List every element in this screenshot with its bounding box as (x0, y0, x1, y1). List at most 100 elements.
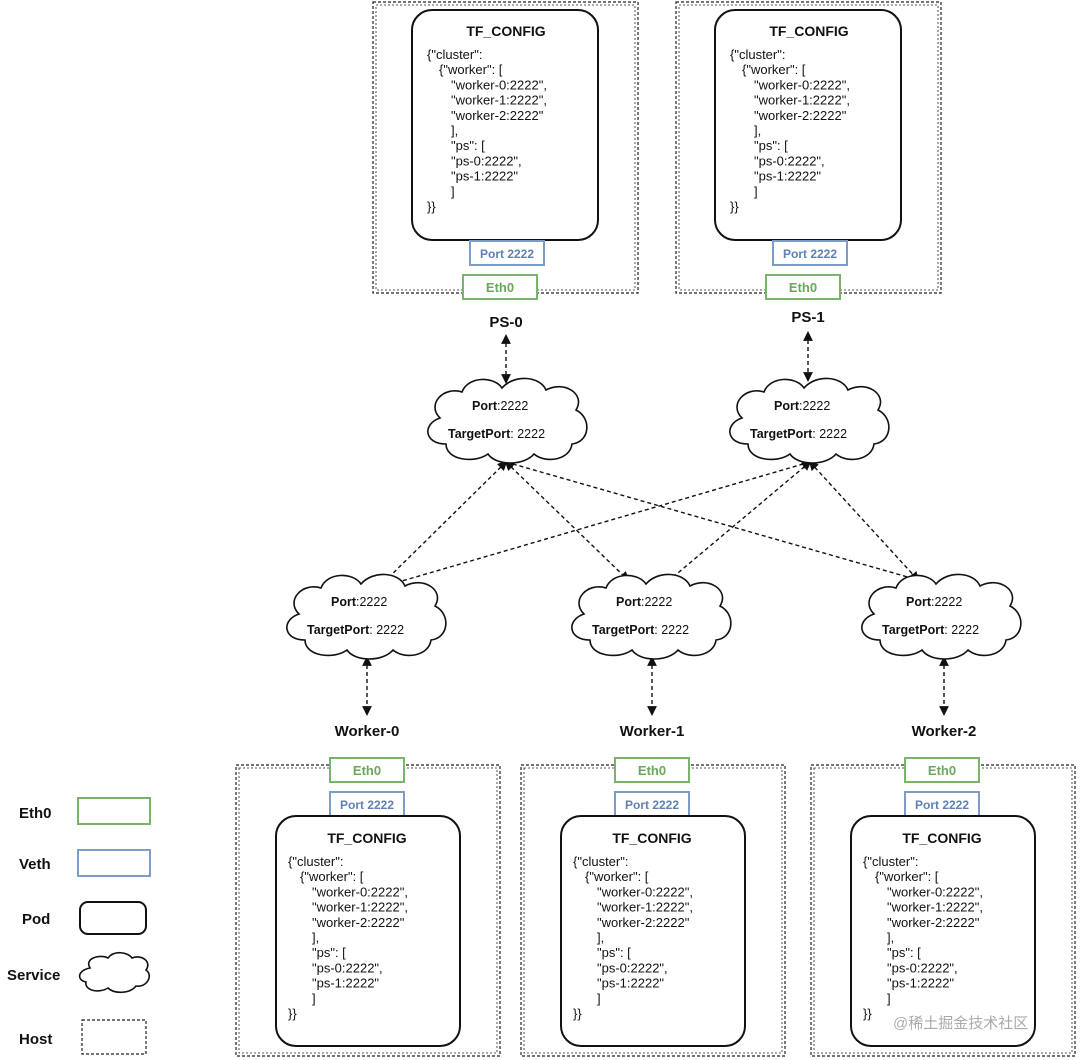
config-line: {"worker": [ (439, 62, 503, 77)
config-line: ] (754, 184, 758, 199)
config-line: ], (754, 123, 761, 138)
config-line: "ps-0:2222", (754, 153, 825, 168)
config-line: "ps-1:2222" (754, 169, 821, 184)
service-targetport-value: : 2222 (944, 623, 979, 637)
port-label: Port 2222 (625, 798, 679, 812)
host-ps-1: TF_CONFIG{"cluster":{"worker": ["worker-… (675, 1, 942, 300)
service-port-text: Port:2222 (774, 399, 830, 413)
service-port-text: Port:2222 (616, 595, 672, 609)
service-targetport-value: : 2222 (812, 427, 847, 441)
config-line: "ps-0:2222", (451, 153, 522, 168)
node-label-ps1: PS-1 (791, 309, 824, 326)
config-line: "worker-0:2222", (754, 77, 850, 92)
eth0-label: Eth0 (353, 763, 381, 778)
config-line: "ps": [ (597, 945, 631, 960)
legend-host-label: Host (19, 1031, 52, 1048)
config-line: "worker-2:2222" (887, 915, 980, 930)
eth0-label: Eth0 (928, 763, 956, 778)
config-line: ], (312, 930, 319, 945)
service-port-text: Port:2222 (331, 595, 387, 609)
config-line: "worker-0:2222", (887, 884, 983, 899)
config-line: {"worker": [ (875, 869, 939, 884)
config-line: "ps": [ (312, 945, 346, 960)
config-line: "ps-1:2222" (312, 976, 379, 991)
service-cloud (729, 377, 890, 464)
config-line: "worker-1:2222", (754, 93, 850, 108)
config-line: }} (863, 1006, 872, 1021)
port-label: Port 2222 (783, 247, 837, 261)
config-line: "ps-1:2222" (887, 976, 954, 991)
config-line: "ps-0:2222", (887, 960, 958, 975)
node-label-worker2: Worker-2 (912, 723, 977, 740)
pod-title: TF_CONFIG (612, 830, 691, 846)
service-targetport-text: TargetPort: 2222 (882, 623, 979, 637)
pod-title: TF_CONFIG (769, 23, 848, 39)
service-cloud (427, 377, 588, 464)
config-line: {"cluster": (427, 47, 482, 62)
eth0-interface (462, 274, 538, 300)
service-port-key: Port (472, 399, 498, 413)
pod-worker-1: TF_CONFIG{"cluster":{"worker": ["worker-… (560, 815, 746, 1047)
config-line: "ps": [ (754, 138, 788, 153)
config-line: ] (312, 991, 316, 1006)
service-targetport-value: : 2222 (510, 427, 545, 441)
config-line: "ps": [ (887, 945, 921, 960)
node-label-worker0: Worker-0 (335, 723, 400, 740)
legend-host-swatch (81, 1019, 147, 1055)
config-line: }} (573, 1006, 582, 1021)
eth0-interface (614, 757, 690, 783)
legend: Eth0 Veth Pod Service Host (7, 797, 151, 1055)
pod-ps-1: TF_CONFIG{"cluster":{"worker": ["worker-… (714, 9, 902, 241)
connection-arrow (376, 459, 812, 591)
pod-box (850, 815, 1036, 1047)
node-label-worker1: Worker-1 (620, 723, 685, 740)
service-targetport-key: TargetPort (882, 623, 945, 637)
config-line: {"cluster": (730, 47, 785, 62)
service-targetport-text: TargetPort: 2222 (592, 623, 689, 637)
service-cloud (571, 573, 732, 660)
service-port-text: Port:2222 (472, 399, 528, 413)
config-line: "worker-0:2222", (451, 77, 547, 92)
config-line: "worker-0:2222", (312, 884, 408, 899)
pod-ps-0: TF_CONFIG{"cluster":{"worker": ["worker-… (411, 9, 599, 241)
config-line: }} (730, 199, 739, 214)
node-label-ps0: PS-0 (489, 314, 522, 331)
config-line: "worker-2:2222" (754, 108, 847, 123)
service-port-value: :2222 (356, 595, 387, 609)
pod-worker-2: TF_CONFIG{"cluster":{"worker": ["worker-… (850, 815, 1036, 1047)
service-targetport-text: TargetPort: 2222 (307, 623, 404, 637)
config-line: {"cluster": (573, 854, 628, 869)
config-line: "worker-0:2222", (597, 884, 693, 899)
service-targetport-key: TargetPort (750, 427, 813, 441)
veth-port (772, 240, 848, 266)
pod-title: TF_CONFIG (327, 830, 406, 846)
veth-port (614, 791, 690, 817)
pod-box (714, 9, 902, 241)
service-cloud (861, 573, 1022, 660)
config-line: "worker-2:2222" (451, 108, 544, 123)
service-port-key: Port (906, 595, 932, 609)
legend-eth0-label: Eth0 (19, 805, 52, 822)
config-line: "ps-0:2222", (312, 960, 383, 975)
service-port-value: :2222 (641, 595, 672, 609)
config-line: {"worker": [ (742, 62, 806, 77)
eth0-label: Eth0 (638, 763, 666, 778)
config-line: "ps-1:2222" (597, 976, 664, 991)
service-targetport-key: TargetPort (592, 623, 655, 637)
eth0-label: Eth0 (486, 280, 514, 295)
eth0-interface (765, 274, 841, 300)
eth0-interface (904, 757, 980, 783)
eth0-interface (329, 757, 405, 783)
config-line: ] (887, 991, 891, 1006)
config-line: ] (597, 991, 601, 1006)
port-label: Port 2222 (480, 247, 534, 261)
service-port-value: :2222 (497, 399, 528, 413)
service-port-value: :2222 (931, 595, 962, 609)
veth-port (469, 240, 545, 266)
connections (362, 331, 949, 716)
config-line: "worker-1:2222", (597, 900, 693, 915)
